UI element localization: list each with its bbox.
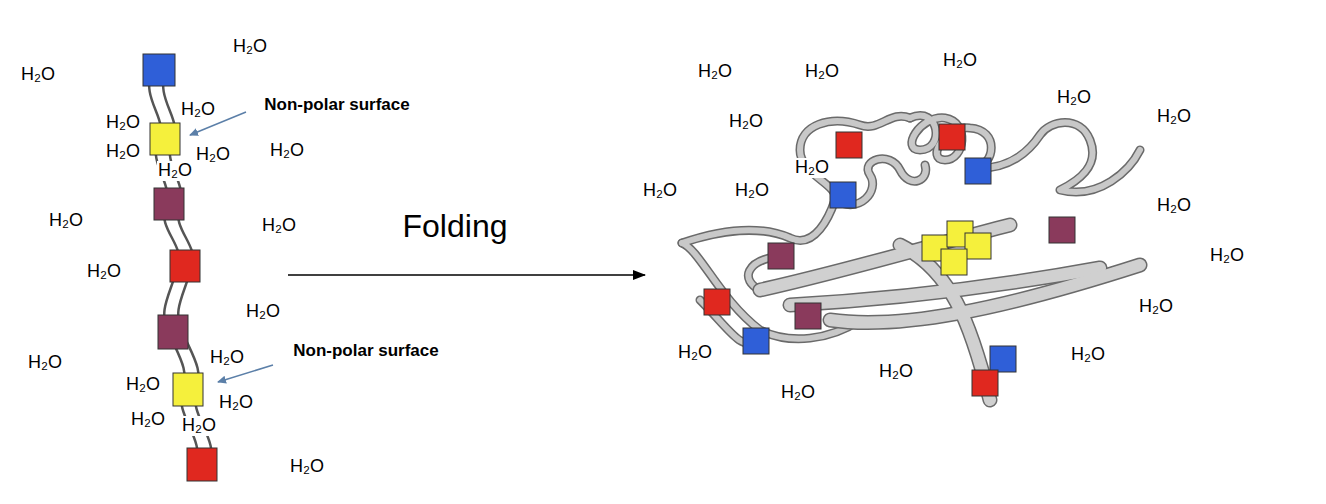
water-label: H₂O <box>794 158 830 178</box>
water-label: H₂O <box>195 145 231 165</box>
water-label: H₂O <box>697 62 733 82</box>
water-label: H₂O <box>728 112 764 132</box>
water-label: H₂O <box>209 348 245 368</box>
water-label: H₂O <box>105 142 141 162</box>
water-label: H₂O <box>20 65 56 85</box>
callout-label: Non-polar surface <box>263 96 410 115</box>
water-label: H₂O <box>677 343 713 363</box>
water-label: H₂O <box>86 262 122 282</box>
water-label: H₂O <box>1138 297 1174 317</box>
protein-ribbon <box>682 116 1140 400</box>
water-label: H₂O <box>105 113 141 133</box>
water-label: H₂O <box>180 100 216 120</box>
water-label: H₂O <box>261 216 297 236</box>
water-label: H₂O <box>1070 345 1106 365</box>
water-label: H₂O <box>125 375 161 395</box>
water-label: H₂O <box>269 141 305 161</box>
leader-arrows <box>190 112 273 382</box>
water-label: H₂O <box>232 37 268 57</box>
water-label: H₂O <box>218 393 254 413</box>
arrow-label: Folding <box>402 209 509 244</box>
water-label: H₂O <box>27 353 63 373</box>
folding-arrow <box>288 274 645 276</box>
water-label: H₂O <box>1056 88 1092 108</box>
water-label: H₂O <box>130 410 166 430</box>
water-label: H₂O <box>1209 246 1245 266</box>
water-label: H₂O <box>289 457 325 477</box>
callout-label: Non-polar surface <box>292 342 439 361</box>
water-label: H₂O <box>878 362 914 382</box>
water-label: H₂O <box>942 51 978 71</box>
water-label: H₂O <box>48 211 84 231</box>
residue-squares-folded <box>704 124 1075 396</box>
water-label: H₂O <box>804 62 840 82</box>
water-label: H₂O <box>1156 107 1192 127</box>
water-label: H₂O <box>780 383 816 403</box>
water-label: H₂O <box>1156 196 1192 216</box>
unfolded-chain <box>149 70 212 464</box>
water-label: H₂O <box>157 161 193 181</box>
water-label: H₂O <box>642 181 678 201</box>
water-label: H₂O <box>734 181 770 201</box>
water-label: H₂O <box>245 302 281 322</box>
water-label: H₂O <box>181 416 217 436</box>
